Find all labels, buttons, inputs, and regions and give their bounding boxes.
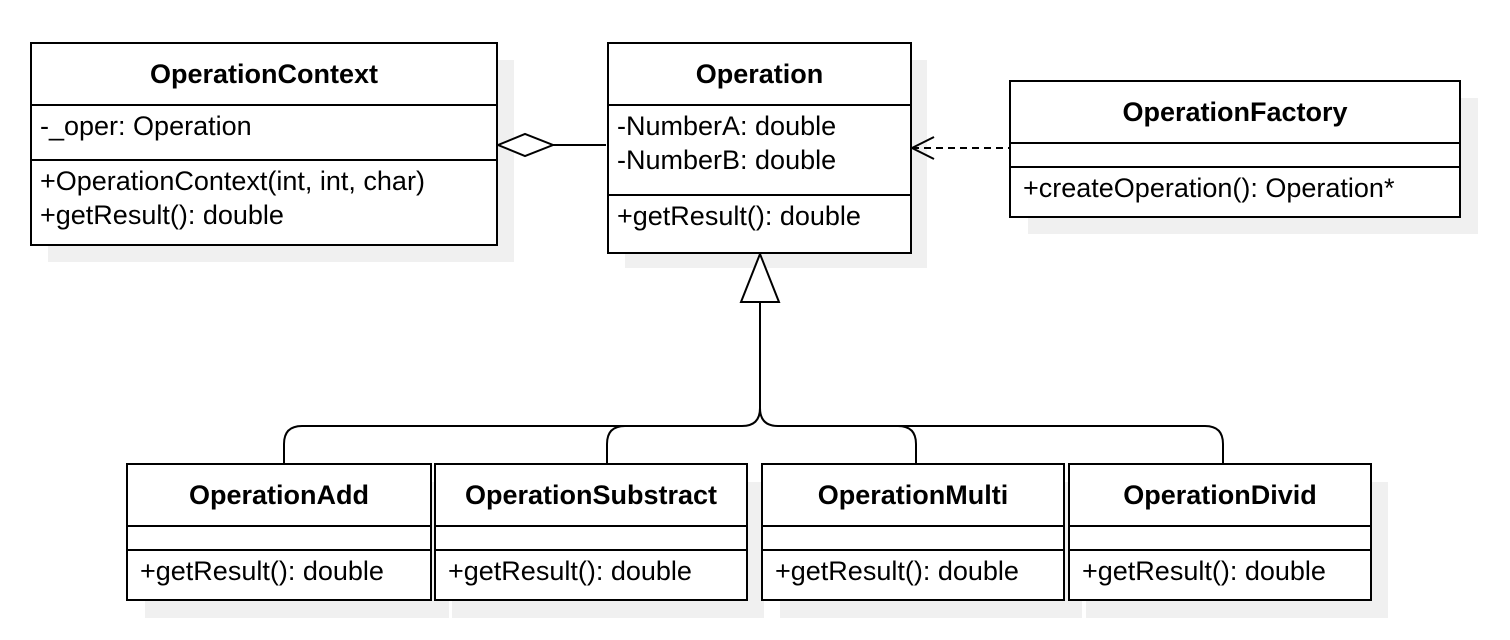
class-operation[interactable]: Operation -NumberA: double -NumberB: dou… [607,42,912,254]
operation-compartment: +getResult(): double [1070,551,1370,599]
class-operation-context[interactable]: OperationContext -_oper: Operation +Oper… [30,42,498,246]
class-name: OperationFactory [1011,82,1459,144]
generalization-trunk [741,302,761,427]
class-operation-multi[interactable]: OperationMulti +getResult(): double [761,463,1065,601]
operation-compartment: +createOperation(): Operation* [1011,168,1459,216]
class-name: OperationMulti [763,465,1063,527]
operation-compartment: +getResult(): double [128,551,430,599]
class-name: OperationContext [32,44,496,106]
class-name: OperationSubstract [436,465,746,527]
class-operation-substract[interactable]: OperationSubstract +getResult(): double [434,463,748,601]
operation: +getResult(): double [140,556,384,586]
attribute-compartment [1011,144,1459,168]
generalization-branch-right [759,407,1224,464]
class-operation-divid[interactable]: OperationDivid +getResult(): double [1068,463,1372,601]
generalization-branch-add [283,425,742,464]
attribute-compartment [128,527,430,551]
class-name: Operation [609,44,910,106]
dependency-arrowhead [909,136,935,160]
attribute-compartment [763,527,1063,551]
attribute: -NumberA: double [617,111,837,141]
operation: +getResult(): double [1082,556,1326,586]
generalization-arrowhead [739,251,781,303]
operation-compartment: +OperationContext(int, int, char) +getRe… [32,161,496,244]
class-name: OperationDivid [1070,465,1370,527]
generalization-branch-substract [606,425,626,464]
operation-compartment: +getResult(): double [436,551,746,599]
operation: +OperationContext(int, int, char) [40,166,425,196]
attribute-compartment: -NumberA: double -NumberB: double [609,106,910,196]
operation: +getResult(): double [40,200,284,230]
attribute: -NumberB: double [617,145,837,175]
attribute-compartment [436,527,746,551]
operation: +getResult(): double [617,201,861,231]
class-operation-factory[interactable]: OperationFactory +createOperation(): Ope… [1009,80,1461,218]
operation-compartment: +getResult(): double [763,551,1063,599]
attribute-compartment: -_oper: Operation [32,106,496,161]
class-operation-add[interactable]: OperationAdd +getResult(): double [126,463,432,601]
class-name: OperationAdd [128,465,430,527]
operation-compartment: +getResult(): double [609,196,910,252]
operation: +getResult(): double [448,556,692,586]
generalization-branch-multi [897,425,917,464]
operation: +getResult(): double [775,556,1019,586]
attribute-compartment [1070,527,1370,551]
operation: +createOperation(): Operation* [1023,173,1395,203]
aggregation-diamond [495,132,556,158]
attribute: -_oper: Operation [40,111,252,141]
